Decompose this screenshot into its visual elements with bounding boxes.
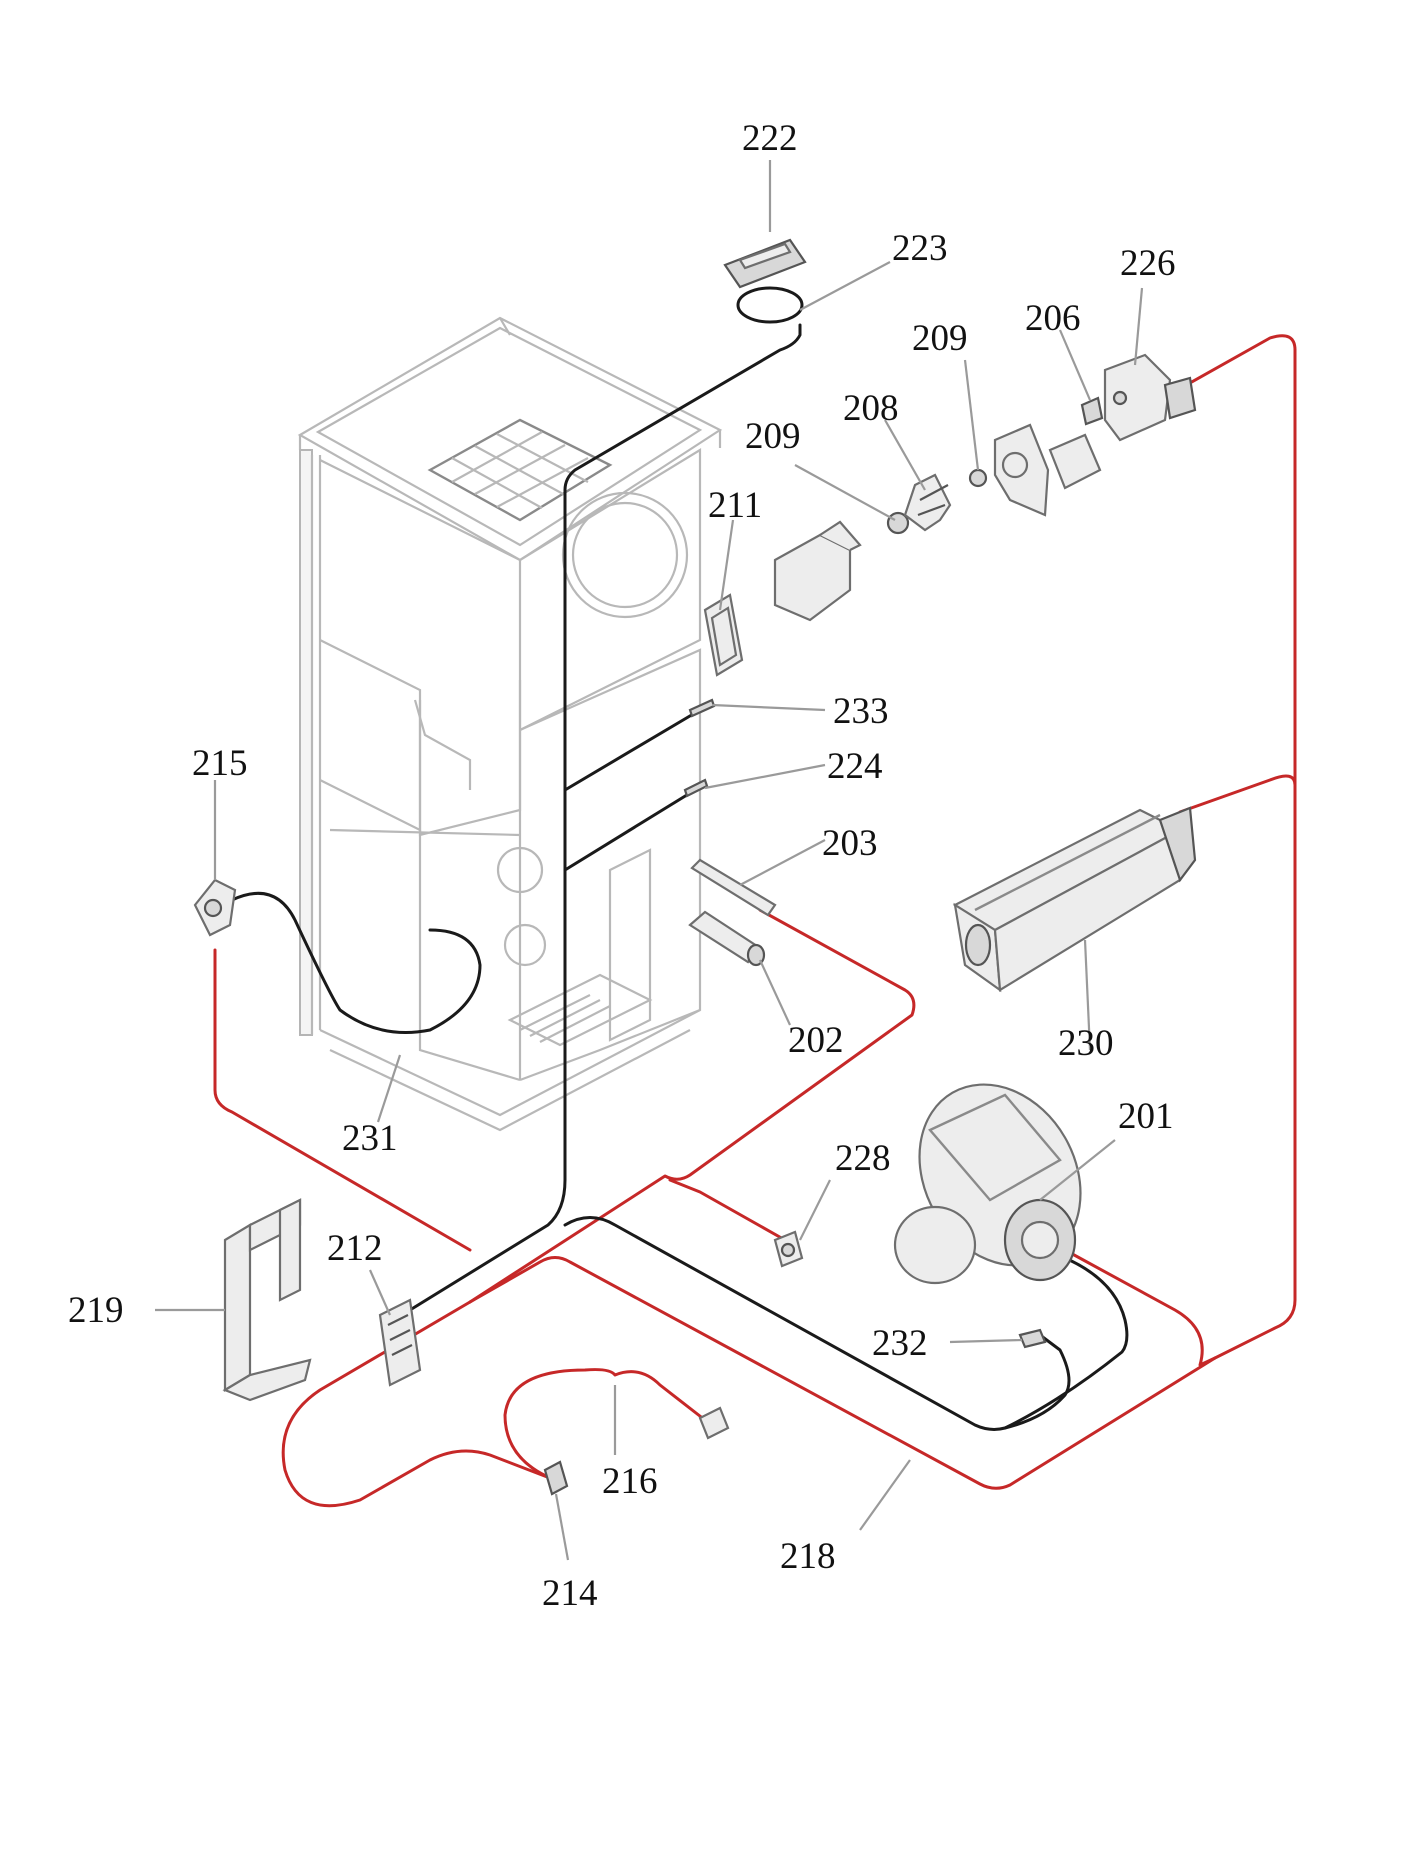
tangential-fan-230 — [952, 806, 1197, 993]
igniter-203 — [690, 858, 777, 917]
label-206: 206 — [1025, 298, 1081, 339]
exhaust-fan-201 — [893, 1083, 1082, 1285]
label-226: 226 — [1120, 243, 1176, 284]
label-223: 223 — [892, 228, 948, 269]
switch-214 — [543, 1460, 569, 1496]
label-224: 224 — [827, 746, 883, 787]
fitting-206 — [1080, 396, 1104, 426]
label-231: 231 — [342, 1118, 398, 1159]
impeller-208 — [903, 473, 952, 532]
gasket-211 — [703, 593, 744, 677]
gear-motor-226 — [1103, 353, 1197, 442]
label-228: 228 — [835, 1138, 891, 1179]
label-202: 202 — [788, 1020, 844, 1061]
label-201: 201 — [1118, 1096, 1174, 1137]
grommet-228 — [773, 1230, 804, 1268]
probe-233 — [688, 698, 716, 718]
sensor-232 — [1018, 1328, 1047, 1349]
power-wiring — [213, 334, 1297, 1508]
label-212: 212 — [327, 1228, 383, 1269]
label-215: 215 — [192, 743, 248, 784]
label-230: 230 — [1058, 1023, 1114, 1064]
label-219: 219 — [68, 1290, 124, 1331]
signal-wiring — [230, 286, 1129, 1431]
terminal-block-212 — [378, 1298, 422, 1387]
bracket-219 — [222, 1198, 312, 1402]
label-218: 218 — [780, 1536, 836, 1577]
auger-bracket — [993, 423, 1102, 517]
probe-224 — [683, 778, 709, 798]
stove-housing — [297, 316, 723, 1132]
label-209-right: 209 — [912, 318, 968, 359]
label-222: 222 — [742, 118, 798, 159]
pressure-switch-215 — [193, 878, 237, 937]
label-209-left: 209 — [745, 416, 801, 457]
bushing-209-right — [968, 468, 988, 488]
label-208: 208 — [843, 388, 899, 429]
label-203: 203 — [822, 823, 878, 864]
leader-lines — [155, 160, 1144, 1561]
cartridge-202 — [688, 910, 766, 967]
label-216: 216 — [602, 1461, 658, 1502]
plug-216 — [698, 1406, 730, 1440]
label-232: 232 — [872, 1323, 928, 1364]
display-panel-222 — [723, 238, 807, 289]
auger-duct — [773, 520, 862, 622]
part-labels: 222 223 226 206 209 208 209 211 233 224 … — [68, 118, 1176, 1614]
label-214: 214 — [542, 1573, 598, 1614]
label-211: 211 — [708, 485, 762, 526]
label-233: 233 — [833, 691, 889, 732]
